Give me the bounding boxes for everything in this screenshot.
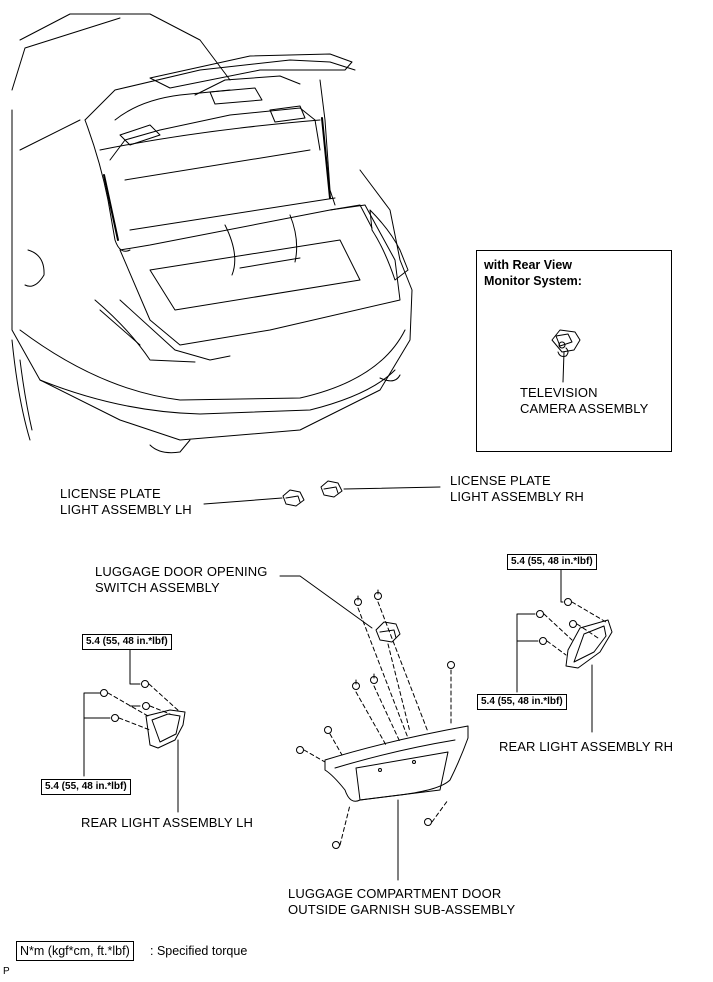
rear-view-monitor-inset: with Rear View Monitor System: bbox=[476, 250, 672, 452]
license-plate-light-rh-icon bbox=[320, 480, 441, 498]
plate-lh-line1: LICENSE PLATE bbox=[60, 486, 161, 501]
camera-assembly-icon bbox=[551, 329, 581, 383]
torque-spec-rh-top: 5.4 (55, 48 in.*lbf) bbox=[507, 554, 597, 570]
inset-title-line2: Monitor System: bbox=[484, 274, 582, 288]
figure-code: P bbox=[3, 966, 10, 977]
torque-spec-lh-bottom: 5.4 (55, 48 in.*lbf) bbox=[41, 779, 131, 795]
license-plate-light-lh-label: LICENSE PLATE LIGHT ASSEMBLY LH bbox=[60, 486, 192, 518]
torque-unit-legend: N*m (kgf*cm, ft.*lbf) bbox=[16, 941, 134, 961]
bolts bbox=[100, 589, 577, 849]
switch-line2: SWITCH ASSEMBLY bbox=[95, 580, 220, 595]
torque-leaders bbox=[83, 569, 564, 777]
opening-switch-icon bbox=[279, 575, 401, 643]
garnish-label: LUGGAGE COMPARTMENT DOOR OUTSIDE GARNISH… bbox=[288, 886, 515, 918]
camera-label-line1: TELEVISION bbox=[520, 385, 598, 400]
garnish-line2: OUTSIDE GARNISH SUB-ASSEMBLY bbox=[288, 902, 516, 917]
rear-light-rh-label: REAR LIGHT ASSEMBLY RH bbox=[499, 739, 674, 754]
garnish-line1: LUGGAGE COMPARTMENT DOOR bbox=[288, 886, 502, 901]
camera-label-line2: CAMERA ASSEMBLY bbox=[520, 401, 649, 416]
rear-light-lh-icon bbox=[145, 709, 186, 813]
opening-switch-label: LUGGAGE DOOR OPENING SWITCH ASSEMBLY bbox=[95, 564, 267, 596]
switch-line1: LUGGAGE DOOR OPENING bbox=[95, 564, 268, 579]
inset-title: with Rear View Monitor System: bbox=[484, 257, 582, 289]
inset-title-line1: with Rear View bbox=[484, 258, 572, 272]
torque-spec-rh-bottom: 5.4 (55, 48 in.*lbf) bbox=[477, 694, 567, 710]
plate-rh-line1: LICENSE PLATE bbox=[450, 473, 551, 488]
explode-lines bbox=[107, 601, 607, 846]
plate-rh-line2: LIGHT ASSEMBLY RH bbox=[450, 489, 584, 504]
legend-description: : Specified torque bbox=[150, 944, 248, 958]
rear-light-rh-icon bbox=[565, 619, 613, 733]
torque-spec-lh-top: 5.4 (55, 48 in.*lbf) bbox=[82, 634, 172, 650]
license-plate-light-rh-label: LICENSE PLATE LIGHT ASSEMBLY RH bbox=[450, 473, 584, 505]
rear-light-lh-label: REAR LIGHT ASSEMBLY LH bbox=[81, 815, 253, 830]
garnish-icon bbox=[324, 725, 469, 881]
plate-lh-line2: LIGHT ASSEMBLY LH bbox=[60, 502, 192, 517]
camera-assembly-label: TELEVISION CAMERA ASSEMBLY bbox=[520, 385, 648, 417]
license-plate-light-lh-icon bbox=[203, 489, 305, 507]
car-rear-illustration bbox=[11, 13, 413, 454]
